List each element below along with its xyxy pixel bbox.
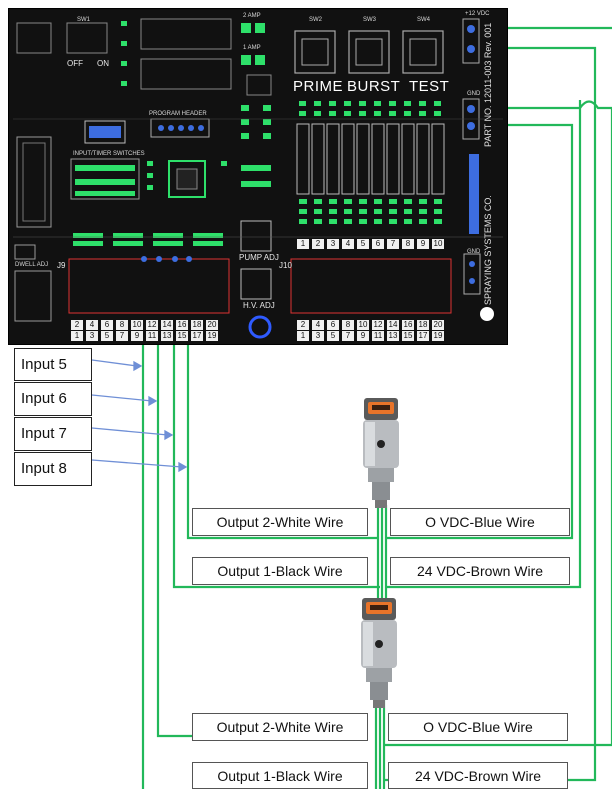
j9-pin: 10: [131, 320, 143, 330]
j10-pin: 12: [372, 320, 384, 330]
board-artwork: [13, 18, 503, 339]
j10-pin: 20: [432, 320, 444, 330]
wire-input-8: [186, 258, 378, 540]
j9-pin: 11: [146, 331, 158, 341]
j10-pin: 6: [327, 320, 339, 330]
switch-on-label: ON: [97, 59, 109, 68]
channel-number: 9: [417, 239, 429, 249]
part-number-text: PART NO. 12011-003 Rev. 001: [483, 22, 493, 147]
sensor1-output2-label: Output 2-White Wire: [192, 508, 368, 536]
j10-pin: 2: [297, 320, 309, 330]
sw4-label: SW4: [417, 17, 431, 23]
amp1-label: 1 AMP: [243, 45, 261, 51]
j9-label: J9: [57, 261, 66, 270]
switch-off-label: OFF: [67, 59, 83, 68]
j9-pin: 12: [146, 320, 158, 330]
input-6-callout: Input 6: [14, 382, 92, 416]
j10-pin: 16: [402, 320, 414, 330]
j10-label: J10: [279, 261, 292, 270]
j9-pin: 15: [176, 331, 188, 341]
j9-pin: 19: [206, 331, 218, 341]
channel-number: 8: [402, 239, 414, 249]
sensor2-0vdc-label: O VDC-Blue Wire: [388, 713, 568, 741]
input-5-callout: Input 5: [14, 348, 92, 381]
input-8-callout: Input 8: [14, 452, 92, 486]
amp2-label: 2 AMP: [243, 13, 261, 19]
j9-pin: 4: [86, 320, 98, 330]
sensor1-0vdc-label: O VDC-Blue Wire: [390, 508, 570, 536]
channel-number: 10: [432, 239, 444, 249]
pressure-sensor-2: [361, 598, 397, 708]
vdc-label: +12 VDC: [465, 11, 490, 17]
j9-pin: 9: [131, 331, 143, 341]
pump-adj-label: PUMP ADJ: [239, 253, 279, 262]
j10-pin: 9: [357, 331, 369, 341]
j9-pin: 2: [71, 320, 83, 330]
sw3-label: SW3: [363, 17, 377, 23]
channel-number: 3: [327, 239, 339, 249]
wire-input-7: [172, 258, 380, 589]
j10-pin: 4: [312, 320, 324, 330]
sensor1-24vdc-label: 24 VDC-Brown Wire: [390, 557, 570, 585]
burst-button-label: BURST: [347, 78, 401, 95]
j9-pin: 14: [161, 320, 173, 330]
pressure-sensor-1: [363, 398, 399, 508]
j10-pin: 18: [417, 320, 429, 330]
sensor2-output2-label: Output 2-White Wire: [192, 713, 368, 741]
j10-pin: 7: [342, 331, 354, 341]
channel-number: 5: [357, 239, 369, 249]
j10-pin: 14: [387, 320, 399, 330]
controller-board: OFF ON 2 AMP 1 AMP SW2 SW3 SW4 SW1 PRIME…: [8, 8, 508, 345]
channel-number: 2: [312, 239, 324, 249]
channel-number: 7: [387, 239, 399, 249]
j9-pin: 5: [101, 331, 113, 341]
j9-pin: 7: [116, 331, 128, 341]
input-switches-label: INPUT/TIMER SWITCHES: [73, 151, 145, 157]
company-name-text: SPRAYING SYSTEMS CO.: [483, 195, 493, 305]
channel-number: 1: [297, 239, 309, 249]
sensor1-output1-label: Output 1-Black Wire: [192, 557, 368, 585]
j9-pin: 1: [71, 331, 83, 341]
j9-pin: 17: [191, 331, 203, 341]
j10-pin: 17: [417, 331, 429, 341]
j10-pin: 1: [297, 331, 309, 341]
j9-pin: 8: [116, 320, 128, 330]
j10-pin: 3: [312, 331, 324, 341]
j10-pin: 19: [432, 331, 444, 341]
channel-number: 6: [372, 239, 384, 249]
program-header-label: PROGRAM HEADER: [149, 111, 207, 117]
j10-pin: 8: [342, 320, 354, 330]
gnd-bottom-label: GND: [467, 249, 481, 255]
j9-pin: 3: [86, 331, 98, 341]
j9-pin: 13: [161, 331, 173, 341]
wire-input-6: [156, 258, 192, 738]
prime-button-label: PRIME: [293, 78, 344, 95]
gnd-top-label: GND: [467, 91, 481, 97]
dwell-adj-label: DWELL ADJ: [15, 262, 49, 268]
sensor2-24vdc-label: 24 VDC-Brown Wire: [388, 762, 568, 789]
hv-adj-label: H.V. ADJ: [243, 301, 275, 310]
wire-gnd-2: [386, 123, 574, 540]
j10-pin: 5: [327, 331, 339, 341]
j9-pin: 16: [176, 320, 188, 330]
sw2-label: SW2: [309, 17, 323, 23]
j9-pin: 18: [191, 320, 203, 330]
j10-pin: 11: [372, 331, 384, 341]
j10-pin: 10: [357, 320, 369, 330]
j9-pin: 6: [101, 320, 113, 330]
j9-pin: 20: [206, 320, 218, 330]
test-button-label: TEST: [409, 78, 450, 95]
j10-pin: 13: [387, 331, 399, 341]
channel-number: 4: [342, 239, 354, 249]
sw1-label: SW1: [77, 17, 91, 23]
sensor2-output1-label: Output 1-Black Wire: [192, 762, 368, 789]
j10-pin: 15: [402, 331, 414, 341]
wire-vdc-run: [386, 100, 582, 589]
input-7-callout: Input 7: [14, 417, 92, 451]
